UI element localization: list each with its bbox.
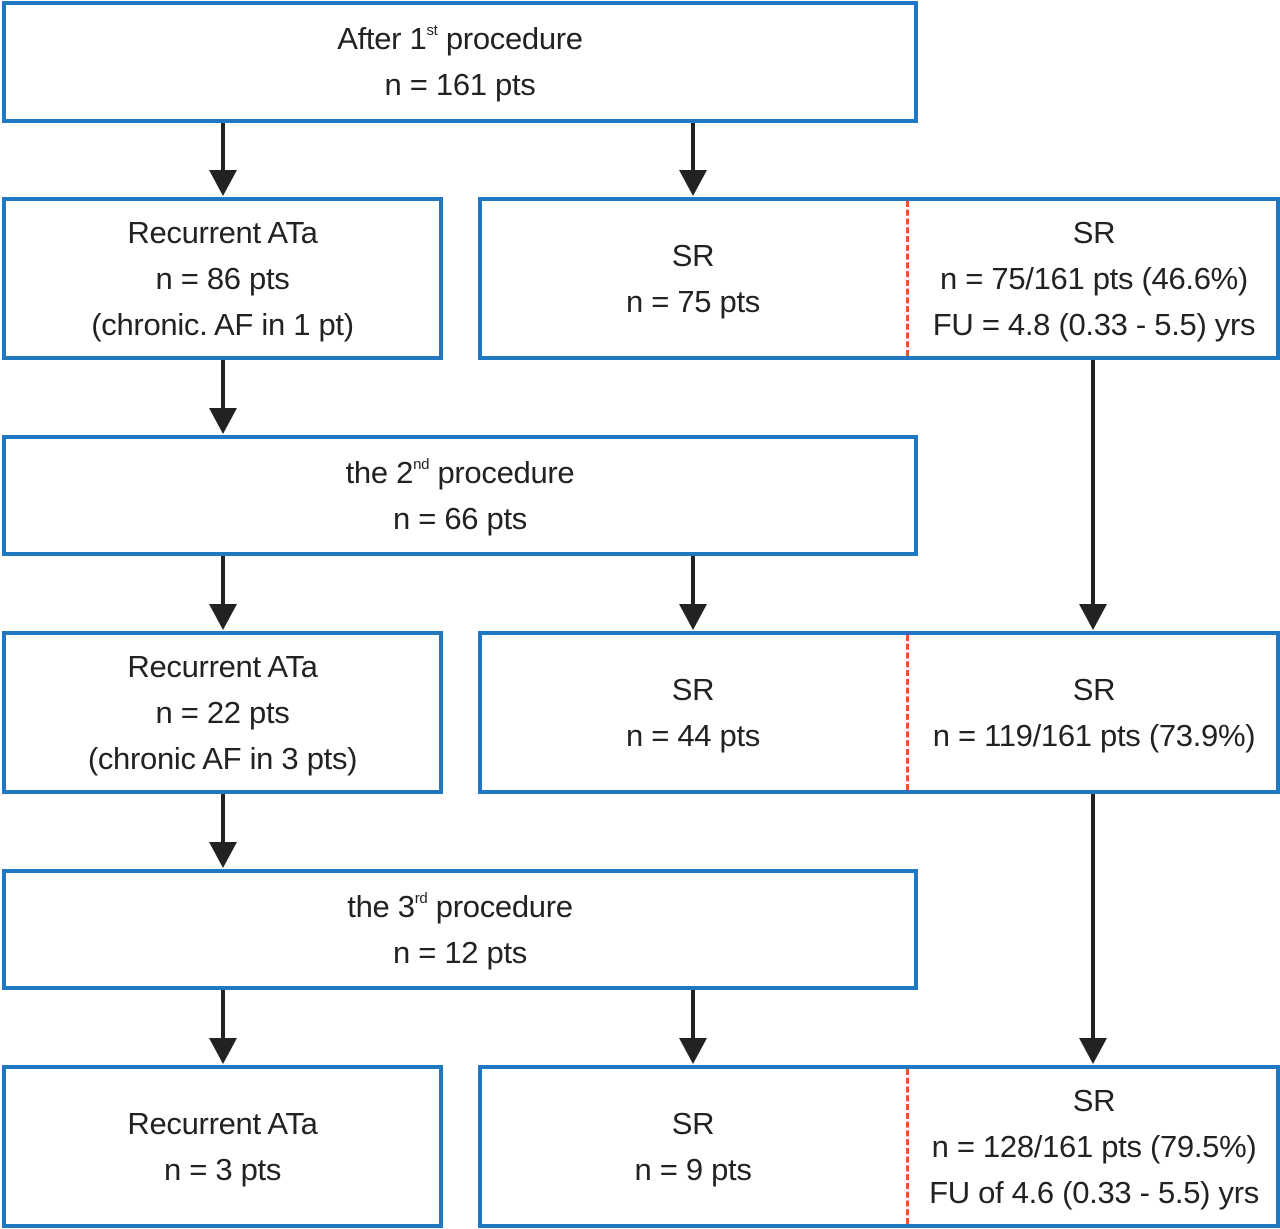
arrowhead [209,842,237,868]
procedure-3-count: n = 12 pts [392,934,528,970]
sr-total-1-count: n = 75/161 pts (46.6%) [940,260,1248,296]
sr-1-divider [906,201,909,356]
recurrent-1-title: Recurrent ATa [127,214,318,250]
sr-3-text: SR n = 9 pts [478,1065,908,1228]
procedure-2-box [2,435,918,556]
sr-2-box [478,631,1280,794]
procedure-1-count: n = 161 pts [384,67,536,102]
sr-2-divider [906,635,909,790]
sr-total-2-text: SR n = 119/161 pts (73.9%) [908,631,1280,794]
arrowhead [209,170,237,196]
sr-2-count: n = 44 pts [625,717,761,753]
procedure-3-text: the 3rd procedure n = 12 pts [2,869,918,990]
recurrent-2-title: Recurrent ATa [127,648,318,684]
arrowhead [1079,1038,1107,1064]
recurrent-1-count: n = 86 pts [155,260,290,296]
sr-total-2-count: n = 119/161 pts (73.9%) [932,717,1256,753]
procedure-1-title: After 1st procedure [337,21,583,56]
recurrent-3-title: Recurrent ATa [127,1105,318,1141]
recurrent-2-note: (chronic AF in 3 pts) [87,740,358,776]
recurrent-3-box [2,1065,443,1228]
arrowhead [679,604,707,630]
sr-total-3-followup: FU of 4.6 (0.33 - 5.5) yrs [929,1174,1259,1210]
sr-1-box [478,197,1280,360]
sr-total-3-title: SR [1072,1082,1116,1118]
procedure-2-title: the 2nd procedure [345,454,575,490]
recurrent-2-box [2,631,443,794]
sr-total-1-title: SR [1072,214,1116,250]
sr-total-1-text: SR n = 75/161 pts (46.6%) FU = 4.8 (0.33… [908,197,1280,360]
arrowhead [209,408,237,434]
recurrent-3-text: Recurrent ATa n = 3 pts [2,1065,443,1228]
procedure-2-count: n = 66 pts [392,500,528,536]
arrowhead [1079,604,1107,630]
sr-1-text: SR n = 75 pts [478,197,908,360]
procedure-3-title: the 3rd procedure [347,888,573,924]
sr-3-count: n = 9 pts [634,1151,752,1187]
procedure-1-text: After 1st procedure n = 161 pts [2,1,918,123]
sr-total-2-title: SR [1072,671,1116,707]
sr-total-1-followup: FU = 4.8 (0.33 - 5.5) yrs [932,306,1256,342]
recurrent-1-text: Recurrent ATa n = 86 pts (chronic. AF in… [2,197,443,360]
sr-3-box [478,1065,1280,1228]
sr-3-divider [906,1069,909,1224]
recurrent-1-box [2,197,443,360]
arrowhead [679,170,707,196]
recurrent-2-text: Recurrent ATa n = 22 pts (chronic AF in … [2,631,443,794]
sr-3-title: SR [671,1105,715,1141]
procedure-3-box [2,869,918,990]
procedure-2-text: the 2nd procedure n = 66 pts [2,435,918,556]
procedure-1-box [2,1,918,123]
sr-1-title: SR [671,237,715,273]
arrowhead [209,604,237,630]
sr-2-title: SR [671,671,715,707]
sr-total-3-count: n = 128/161 pts (79.5%) [931,1128,1257,1164]
sr-2-text: SR n = 44 pts [478,631,908,794]
recurrent-3-count: n = 3 pts [163,1151,282,1187]
arrowhead [209,1038,237,1064]
recurrent-1-note: (chronic. AF in 1 pt) [91,306,354,342]
recurrent-2-count: n = 22 pts [155,694,290,730]
sr-1-count: n = 75 pts [625,283,761,319]
arrowhead [679,1038,707,1064]
sr-total-3-text: SR n = 128/161 pts (79.5%) FU of 4.6 (0.… [908,1065,1280,1228]
